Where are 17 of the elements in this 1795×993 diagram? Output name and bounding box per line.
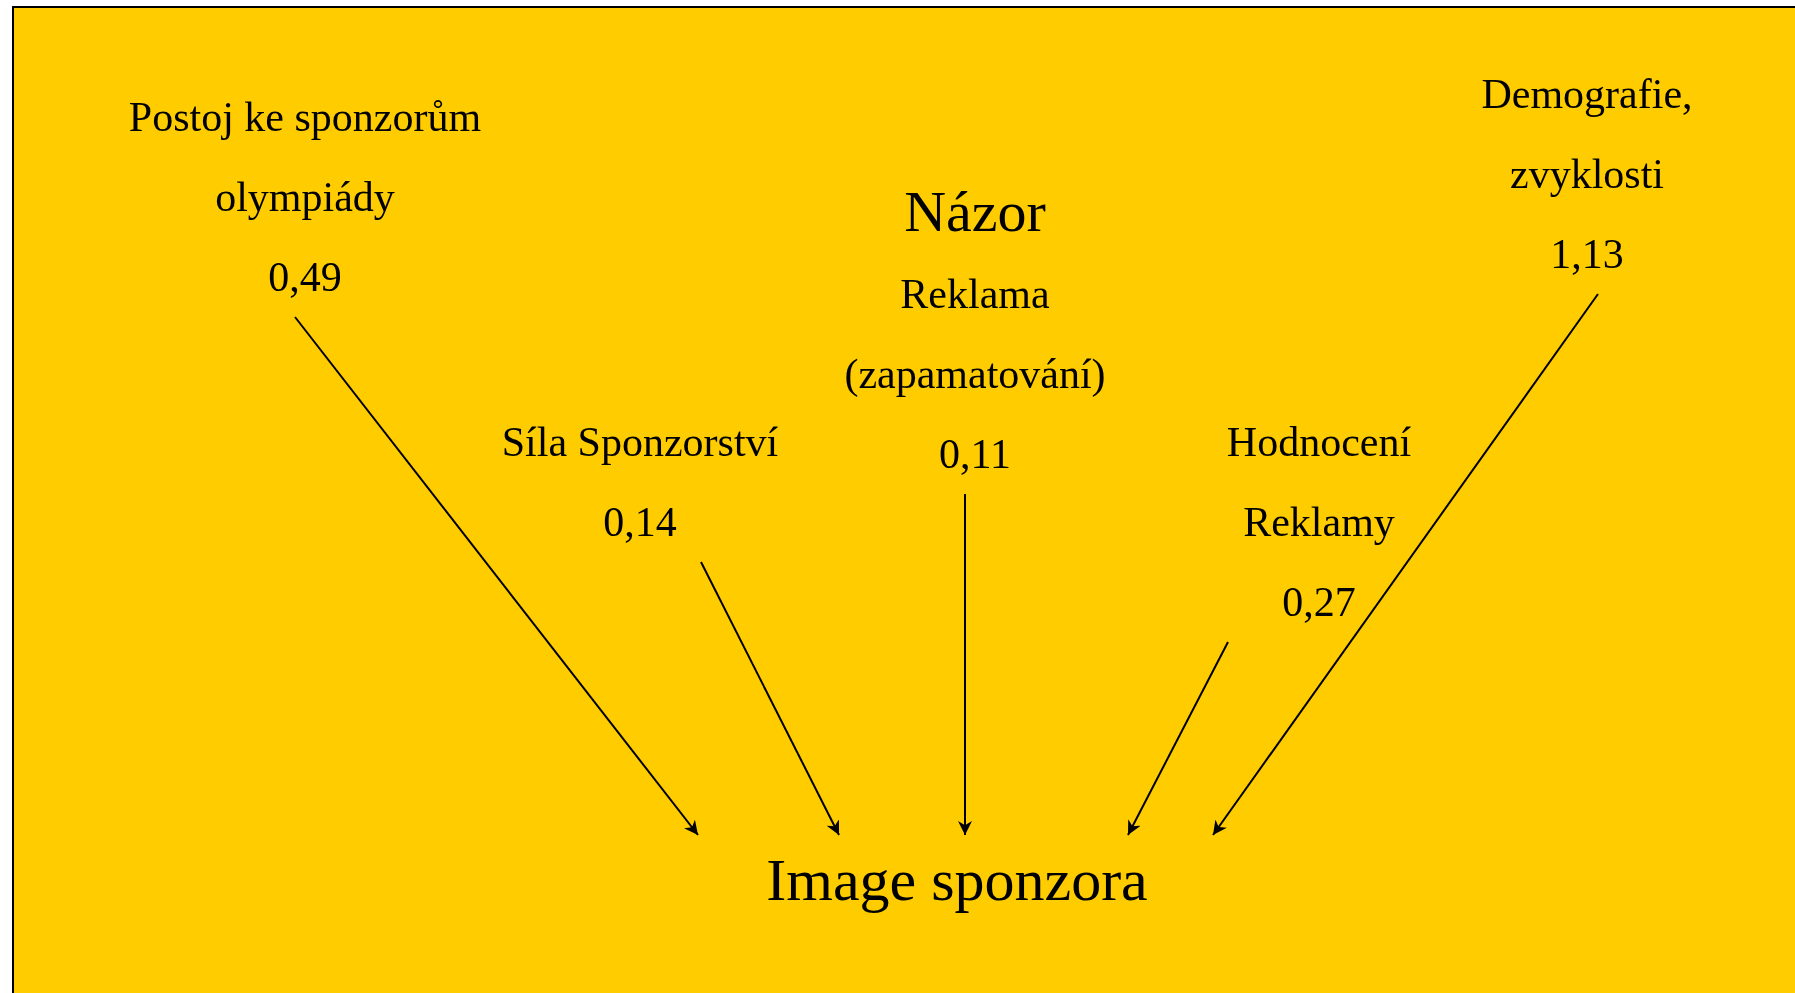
factor-label: Hodnocení Reklamy [1225, 418, 1413, 547]
factor-label: Síla Sponzorství [500, 418, 780, 467]
coefficient-label: 0,11 [938, 430, 1012, 479]
outcome-label: Image sponzora [765, 846, 1149, 915]
factor-label: Postoj ke sponzorům olympiády [127, 93, 483, 222]
coefficient-label: 0,14 [602, 498, 678, 547]
group-heading: Názor [903, 178, 1047, 246]
arrow [1127, 641, 1229, 836]
coefficient-label: 1,13 [1549, 230, 1625, 279]
coefficient-label: 0,27 [1281, 578, 1357, 627]
arrow [700, 561, 840, 836]
coefficient-label: 0,49 [267, 253, 343, 302]
arrow [1212, 293, 1599, 836]
arrow [958, 493, 972, 836]
factor-label: Demografie, zvyklosti [1480, 70, 1694, 199]
arrow [294, 316, 699, 836]
factor-label: Reklama (zapamatování) [843, 270, 1107, 399]
